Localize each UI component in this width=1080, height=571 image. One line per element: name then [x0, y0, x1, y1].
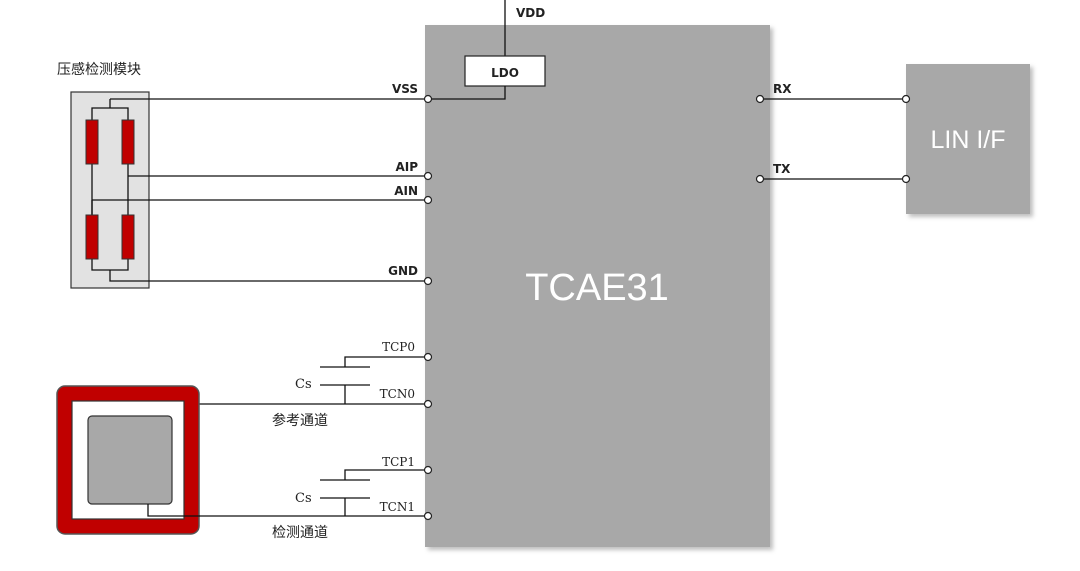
pin-rx-label: RX — [773, 82, 792, 96]
pin-rx — [755, 94, 765, 104]
pin-ain-label: AIN — [394, 184, 418, 198]
pin-tcn1-label: TCN1 — [380, 500, 415, 514]
pin-aip-label: AIP — [395, 160, 418, 174]
resistor-r4 — [121, 214, 135, 260]
lin-pin-rx — [901, 94, 911, 104]
pin-gnd-label: GND — [388, 264, 418, 278]
pin-tcp0-label: TCP0 — [382, 340, 415, 354]
ref-channel-label: 参考通道 — [272, 412, 328, 429]
lin-interface: LIN I/F RX TX — [760, 64, 1030, 214]
pressure-module: 压感检测模块 — [57, 61, 428, 289]
pin-tx — [755, 174, 765, 184]
touch-channels: Cs 参考通道 Cs 检测通道 — [147, 356, 428, 541]
pin-aip — [423, 171, 433, 181]
left-pins: VSS AIP AIN GND TCP0 TCN0 TCP1 TCN1 — [380, 82, 419, 514]
resistor-r2 — [121, 119, 135, 165]
resistor-r1 — [85, 119, 99, 165]
sensor-pad — [56, 385, 200, 535]
pin-vss-label: VSS — [392, 82, 418, 96]
chip-name: TCAE31 — [525, 267, 669, 309]
lin-pin-tx — [901, 174, 911, 184]
cs0-label: Cs — [295, 377, 312, 392]
vdd-label: VDD — [516, 6, 545, 20]
lin-label: LIN I/F — [930, 126, 1005, 154]
pin-ain — [423, 195, 433, 205]
pin-tcn0-label: TCN0 — [380, 387, 415, 401]
pin-vss — [423, 94, 433, 104]
touch-electrode — [87, 415, 173, 505]
pin-tcn0 — [423, 399, 433, 409]
pin-gnd — [423, 276, 433, 286]
ldo-block: VDD LDO — [428, 0, 546, 100]
ldo-label: LDO — [491, 66, 519, 80]
pin-tcp0 — [423, 352, 433, 362]
pin-tcn1 — [423, 511, 433, 521]
pin-markers — [423, 94, 911, 521]
resistor-r3 — [85, 214, 99, 260]
pin-tcp1 — [423, 465, 433, 475]
detect-channel-label: 检测通道 — [272, 525, 328, 541]
cs1-label: Cs — [295, 491, 312, 506]
pin-tx-label: TX — [773, 162, 791, 176]
tcae31-chip: TCAE31 — [425, 25, 770, 547]
pressure-module-label: 压感检测模块 — [57, 61, 141, 78]
pin-tcp1-label: TCP1 — [382, 455, 415, 469]
